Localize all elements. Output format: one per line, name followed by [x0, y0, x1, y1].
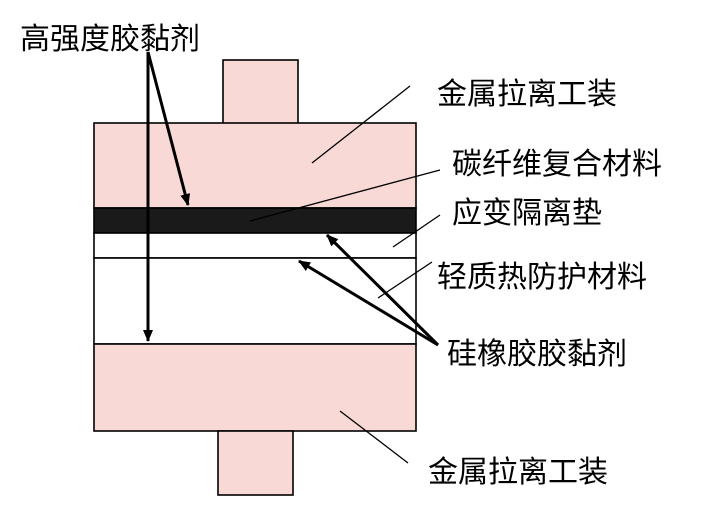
leader-line-tps	[377, 261, 433, 299]
label-high-strength-adhesive: 高强度胶黏剂	[20, 22, 200, 57]
arrow-silicone-to-pad-top	[325, 233, 440, 347]
leader-line-pad	[392, 214, 441, 248]
bottom-fixture-stem	[217, 430, 294, 496]
top-fixture-block	[93, 122, 417, 209]
label-carbon-fiber-composite: 碳纤维复合材料	[452, 147, 662, 182]
label-silicone-rubber-adhesive: 硅橡胶胶黏剂	[447, 337, 627, 372]
arrow-silicone-to-pad-bottom	[298, 259, 439, 347]
leader-line-bottom-fixture	[339, 410, 409, 464]
strain-isolation-pad-layer	[93, 232, 417, 259]
carbon-fiber-layer	[93, 207, 417, 234]
leader-line-top-fixture	[311, 85, 411, 164]
label-metal-fixture-top: 金属拉离工装	[437, 77, 617, 112]
top-fixture-stem	[222, 59, 299, 125]
label-strain-isolation-pad: 应变隔离垫	[452, 196, 602, 231]
leader-line-composite	[249, 169, 441, 222]
bottom-fixture-block	[93, 343, 417, 432]
label-metal-fixture-bottom: 金属拉离工装	[428, 455, 608, 490]
arrow-high-strength-to-composite	[146, 51, 191, 206]
label-lightweight-tps: 轻质热防护材料	[437, 260, 647, 295]
